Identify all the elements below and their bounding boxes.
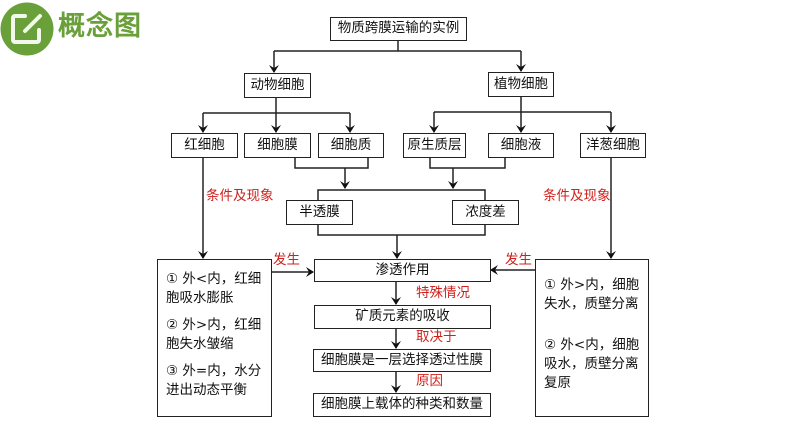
node-semipermeable-membrane: 半透膜	[286, 200, 353, 225]
node-osmosis: 渗透作用	[314, 259, 491, 282]
root-node: 物质跨膜运输的实例	[330, 17, 467, 41]
node-animal-cell: 动物细胞	[244, 73, 311, 98]
node-mineral-absorption: 矿质元素的吸收	[314, 305, 491, 329]
node-selective-membrane: 细胞膜是一层选择透过性膜	[313, 349, 491, 372]
node-carrier-types: 细胞膜上载体的种类和数量	[313, 393, 491, 417]
node-red-blood-cell: 红细胞	[171, 133, 238, 158]
panel-item: ① 外>内，细胞失水，质壁分离	[544, 277, 640, 312]
label-occur-right: 发生	[505, 252, 532, 268]
node-cytoplasm: 细胞质	[318, 133, 384, 158]
panel-item: ③ 外=内，水分进出动态平衡	[166, 363, 262, 398]
panel-item: ② 外>内，红细胞失水皱缩	[166, 317, 262, 352]
label-occur-left: 发生	[273, 252, 300, 268]
label-reason: 原因	[416, 373, 443, 389]
right-panel-onion-cell-conditions: ① 外>内，细胞失水，质壁分离 ② 外<内，细胞吸水，质壁分离复原	[535, 259, 649, 417]
node-cell-membrane: 细胞膜	[244, 133, 311, 158]
node-concentration-difference: 浓度差	[452, 200, 519, 225]
label-special-case: 特殊情况	[416, 285, 470, 301]
connector	[317, 224, 486, 236]
panel-item: ① 外<内，红细胞吸水膨胀	[166, 271, 262, 306]
connector	[429, 157, 506, 169]
edit-square-icon	[0, 2, 54, 56]
label-conditions-left: 条件及现象	[206, 188, 274, 204]
connector	[294, 157, 369, 169]
node-cell-sap: 细胞液	[488, 133, 554, 158]
connector	[317, 189, 486, 200]
panel-item: ② 外<内，细胞吸水，质壁分离复原	[544, 337, 640, 391]
left-panel-red-blood-cell-conditions: ① 外<内，红细胞吸水膨胀 ② 外>内，红细胞失水皱缩 ③ 外=内，水分进出动态…	[157, 259, 272, 417]
page-title: 概念图	[58, 11, 142, 42]
label-depends-on: 取决于	[416, 329, 457, 345]
node-plant-cell: 植物细胞	[488, 72, 554, 97]
node-onion-cell: 洋葱细胞	[580, 133, 646, 158]
label-conditions-right: 条件及现象	[543, 188, 611, 204]
node-protoplast-layer: 原生质层	[403, 133, 466, 158]
